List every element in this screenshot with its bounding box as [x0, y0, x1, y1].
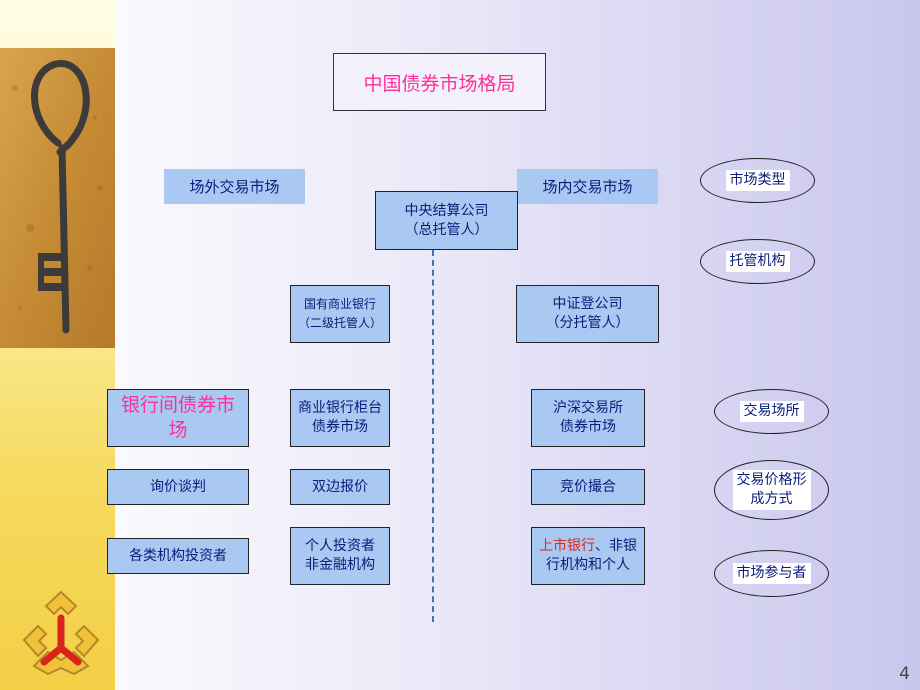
- exchange-venue-box: 沪深交易所债券市场: [531, 389, 645, 447]
- counter-market-box: 商业银行柜台债券市场: [290, 389, 390, 447]
- counter-market-line2: 债券市场: [312, 419, 368, 435]
- exchange-market-header: 场内交易市场: [517, 169, 658, 204]
- csdc-box: 中证登公司 （分托管人）: [516, 285, 659, 343]
- legend-custodian: 托管机构: [700, 239, 815, 284]
- legend-venue: 交易场所: [714, 389, 829, 434]
- bank-logo: [22, 590, 100, 676]
- csdc-line1: 中证登公司: [552, 296, 623, 312]
- bilateral-quote-box: 双边报价: [290, 469, 390, 505]
- auction-matching-box: 竞价撮合: [531, 469, 645, 505]
- individual-investors-box: 个人投资者非金融机构: [290, 527, 390, 585]
- interbank-market-box: 银行间债券市场: [107, 389, 249, 447]
- legend-custodian-label: 托管机构: [725, 251, 790, 272]
- inquiry-box: 询价谈判: [107, 469, 249, 505]
- key-photo: [0, 48, 115, 348]
- individual-investors-line1: 个人投资者: [305, 538, 375, 554]
- listed-banks-highlight: 上市银行: [539, 538, 595, 554]
- state-banks-line2: （二级托管人）: [297, 316, 382, 330]
- legend-participants-label: 市场参与者: [732, 563, 811, 584]
- individual-investors-line2: 非金融机构: [305, 557, 375, 573]
- state-banks-line1: 国有商业银行: [303, 297, 376, 311]
- divider-line: [432, 250, 434, 622]
- central-depository-line2: （总托管人）: [404, 221, 489, 238]
- listed-banks-rest: 、非银: [595, 538, 637, 554]
- legend-price-formation-label: 交易价格形成方式: [732, 470, 811, 510]
- legend-price-formation-line1: 交易价格形: [736, 471, 807, 490]
- interbank-market-label: 银行间债券市场: [120, 394, 235, 441]
- central-depository-line1: 中央结算公司: [404, 202, 489, 219]
- listed-banks-box: 上市银行、非银 行机构和个人: [531, 527, 645, 585]
- legend-venue-label: 交易场所: [739, 401, 804, 422]
- legend-participants: 市场参与者: [714, 550, 829, 597]
- central-depository-box: 中央结算公司 （总托管人）: [375, 191, 518, 250]
- state-banks-box: 国有商业银行 （二级托管人）: [290, 285, 390, 343]
- listed-banks-line2: 行机构和个人: [546, 557, 630, 573]
- otc-market-header: 场外交易市场: [164, 169, 305, 204]
- diagram-title: 中国债券市场格局: [333, 53, 546, 111]
- page-number: 4: [899, 664, 910, 684]
- legend-price-formation: 交易价格形成方式: [714, 460, 829, 520]
- exchange-venue-line2: 债券市场: [560, 419, 616, 435]
- exchange-venue-line1: 沪深交易所: [553, 400, 623, 416]
- legend-price-formation-line2: 成方式: [736, 490, 807, 509]
- csdc-line2: （分托管人）: [545, 315, 630, 331]
- legend-market-type-label: 市场类型: [725, 170, 790, 191]
- institutional-investors-box: 各类机构投资者: [107, 538, 249, 574]
- counter-market-line1: 商业银行柜台: [298, 400, 382, 416]
- legend-market-type: 市场类型: [700, 158, 815, 203]
